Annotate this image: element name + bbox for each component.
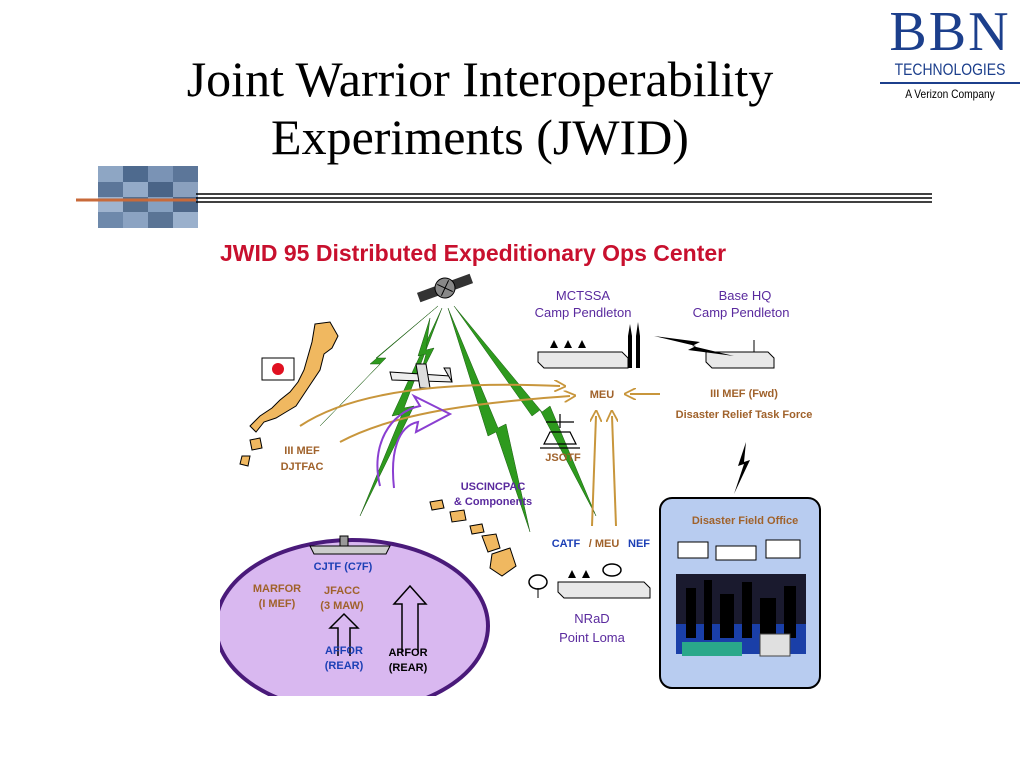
city-skyline-icon [676, 574, 806, 657]
label-affor: AFFOR [325, 645, 363, 657]
bbn-logo: BBN TECHNOLOGIES A Verizon Company [878, 4, 1022, 114]
label-disaster-relief-task-force: Disaster Relief Task Force [675, 409, 813, 421]
carrier-ship-icon [309, 535, 391, 555]
logo-verizon: A Verizon Company [905, 87, 995, 101]
label-nrad: NRaD [574, 611, 610, 626]
label-marfor: MARFOR [252, 583, 302, 595]
label-components: & Components [453, 496, 533, 508]
base-hq-building-icon [705, 340, 775, 369]
japan-island-icon [239, 437, 263, 467]
label-camp-pendleton-hq: Camp Pendleton [692, 305, 790, 320]
label-iii-mef-fwd: III MEF (Fwd) [710, 388, 778, 400]
helicopter-icon [540, 414, 580, 449]
up-arrows [328, 584, 428, 656]
japan-flag-icon [261, 357, 295, 381]
dfo-vehicles-icon [677, 539, 801, 561]
label-base-hq: Base HQ [718, 288, 772, 303]
label-affor-rear: (REAR) [324, 660, 364, 672]
slide-title: Joint Warrior Interoperability Experimen… [60, 50, 900, 166]
label-arfor: ARFOR [388, 647, 428, 659]
label-jfacc: JFACC [323, 585, 361, 597]
label-jsotf: JSOTF [545, 452, 581, 464]
label-point-loma: Point Loma [559, 630, 625, 645]
label-cjtf: CJTF (C7F) [313, 561, 373, 573]
logo-brand: BBN [889, 1, 1011, 63]
diagram-title: JWID 95 Distributed Expeditionary Ops Ce… [220, 240, 727, 266]
nrad-building-icon [528, 563, 651, 599]
decorative-rule [76, 193, 932, 203]
jwid-diagram [220, 273, 821, 696]
aircraft-icon [389, 363, 453, 389]
pacific-forces-ellipse [220, 538, 490, 696]
japan-map-icon [249, 321, 339, 433]
satellite-icon [416, 273, 474, 303]
mctssa-building-icon [537, 322, 640, 369]
lightning-links [319, 305, 597, 533]
label-iii-mef: III MEF [284, 445, 320, 457]
label-djtfac: DJTFAC [280, 461, 324, 473]
logo-technologies: TECHNOLOGIES [894, 60, 1006, 79]
lightning-link-hq [654, 336, 734, 356]
lightning-link-dfo [734, 442, 750, 494]
label-arfor-rear: (REAR) [388, 662, 428, 674]
logo-divider [880, 82, 1020, 84]
label-nef: NEF [628, 538, 650, 550]
label-meu-2: / MEU [588, 538, 620, 550]
slide-title-line2: Experiments (JWID) [271, 109, 689, 165]
label-camp-pendleton-mctssa: Camp Pendleton [534, 305, 632, 320]
label-i-mef: (I MEF) [258, 598, 296, 610]
label-meu: MEU [589, 389, 615, 401]
label-mctssa: MCTSSA [555, 288, 611, 303]
brown-arrows [299, 385, 660, 527]
decorative-pixel-block [98, 166, 198, 228]
slide-title-line1: Joint Warrior Interoperability [186, 51, 774, 107]
label-3-maw: (3 MAW) [320, 600, 364, 612]
label-catf: CATF [551, 538, 581, 550]
label-uscincpac: USCINCPAC [460, 481, 526, 493]
purple-arrows [376, 393, 453, 489]
label-disaster-field-office: Disaster Field Office [691, 515, 799, 527]
hawaii-islands-icon [429, 499, 517, 577]
